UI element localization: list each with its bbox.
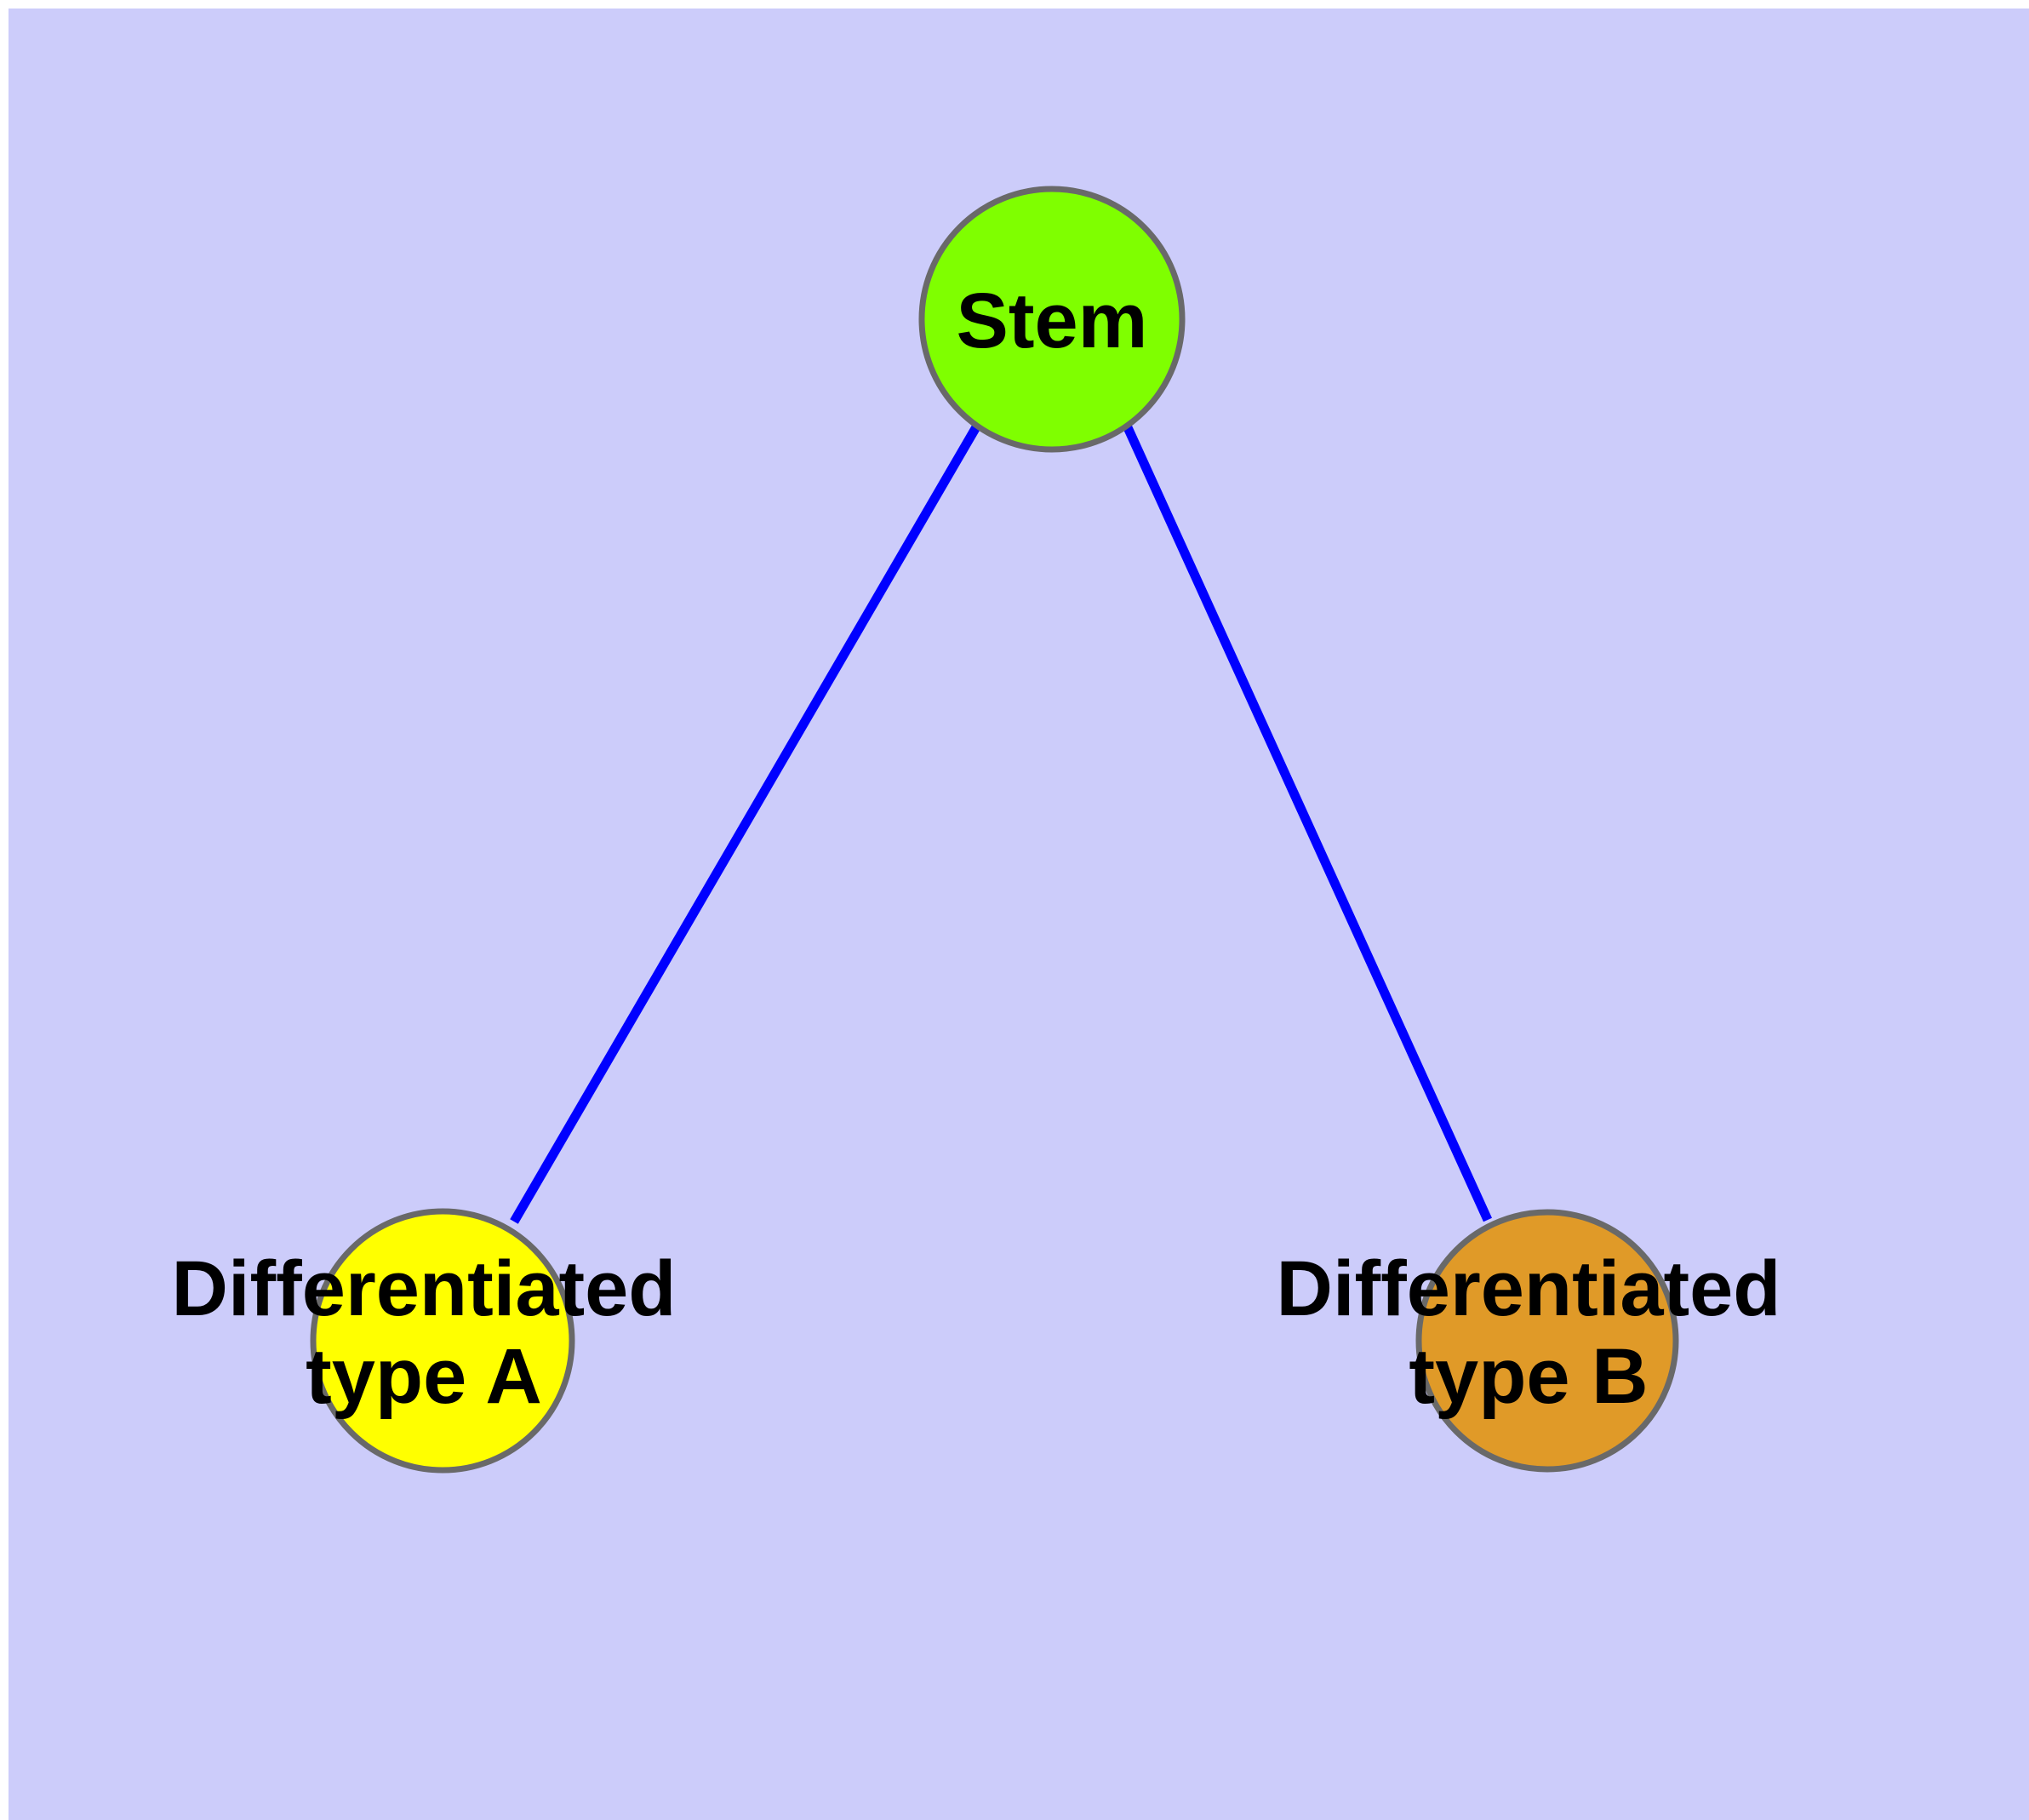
label-group: Stem Differentiated type A Differentiate… bbox=[172, 278, 1781, 1420]
edge-stem-to-type-b[interactable] bbox=[1122, 423, 1493, 1222]
node-type-a-label-line1: Differentiated bbox=[172, 1245, 677, 1332]
node-group bbox=[310, 186, 1679, 1474]
node-type-a[interactable] bbox=[310, 1208, 575, 1474]
edge-group bbox=[510, 423, 1493, 1224]
node-type-b-label-line2: type B bbox=[1409, 1333, 1648, 1420]
node-type-b-circle[interactable] bbox=[1415, 1209, 1679, 1473]
node-type-b-label-line1: Differentiated bbox=[1277, 1245, 1781, 1332]
node-stem-label: Stem bbox=[957, 278, 1148, 364]
node-type-a-circle[interactable] bbox=[310, 1208, 575, 1474]
node-type-b[interactable] bbox=[1415, 1209, 1679, 1473]
node-type-a-label-line2: type A bbox=[306, 1333, 542, 1420]
node-stem[interactable] bbox=[918, 186, 1186, 453]
edge-stem-to-type-a[interactable] bbox=[510, 423, 981, 1224]
node-stem-circle[interactable] bbox=[918, 186, 1186, 453]
